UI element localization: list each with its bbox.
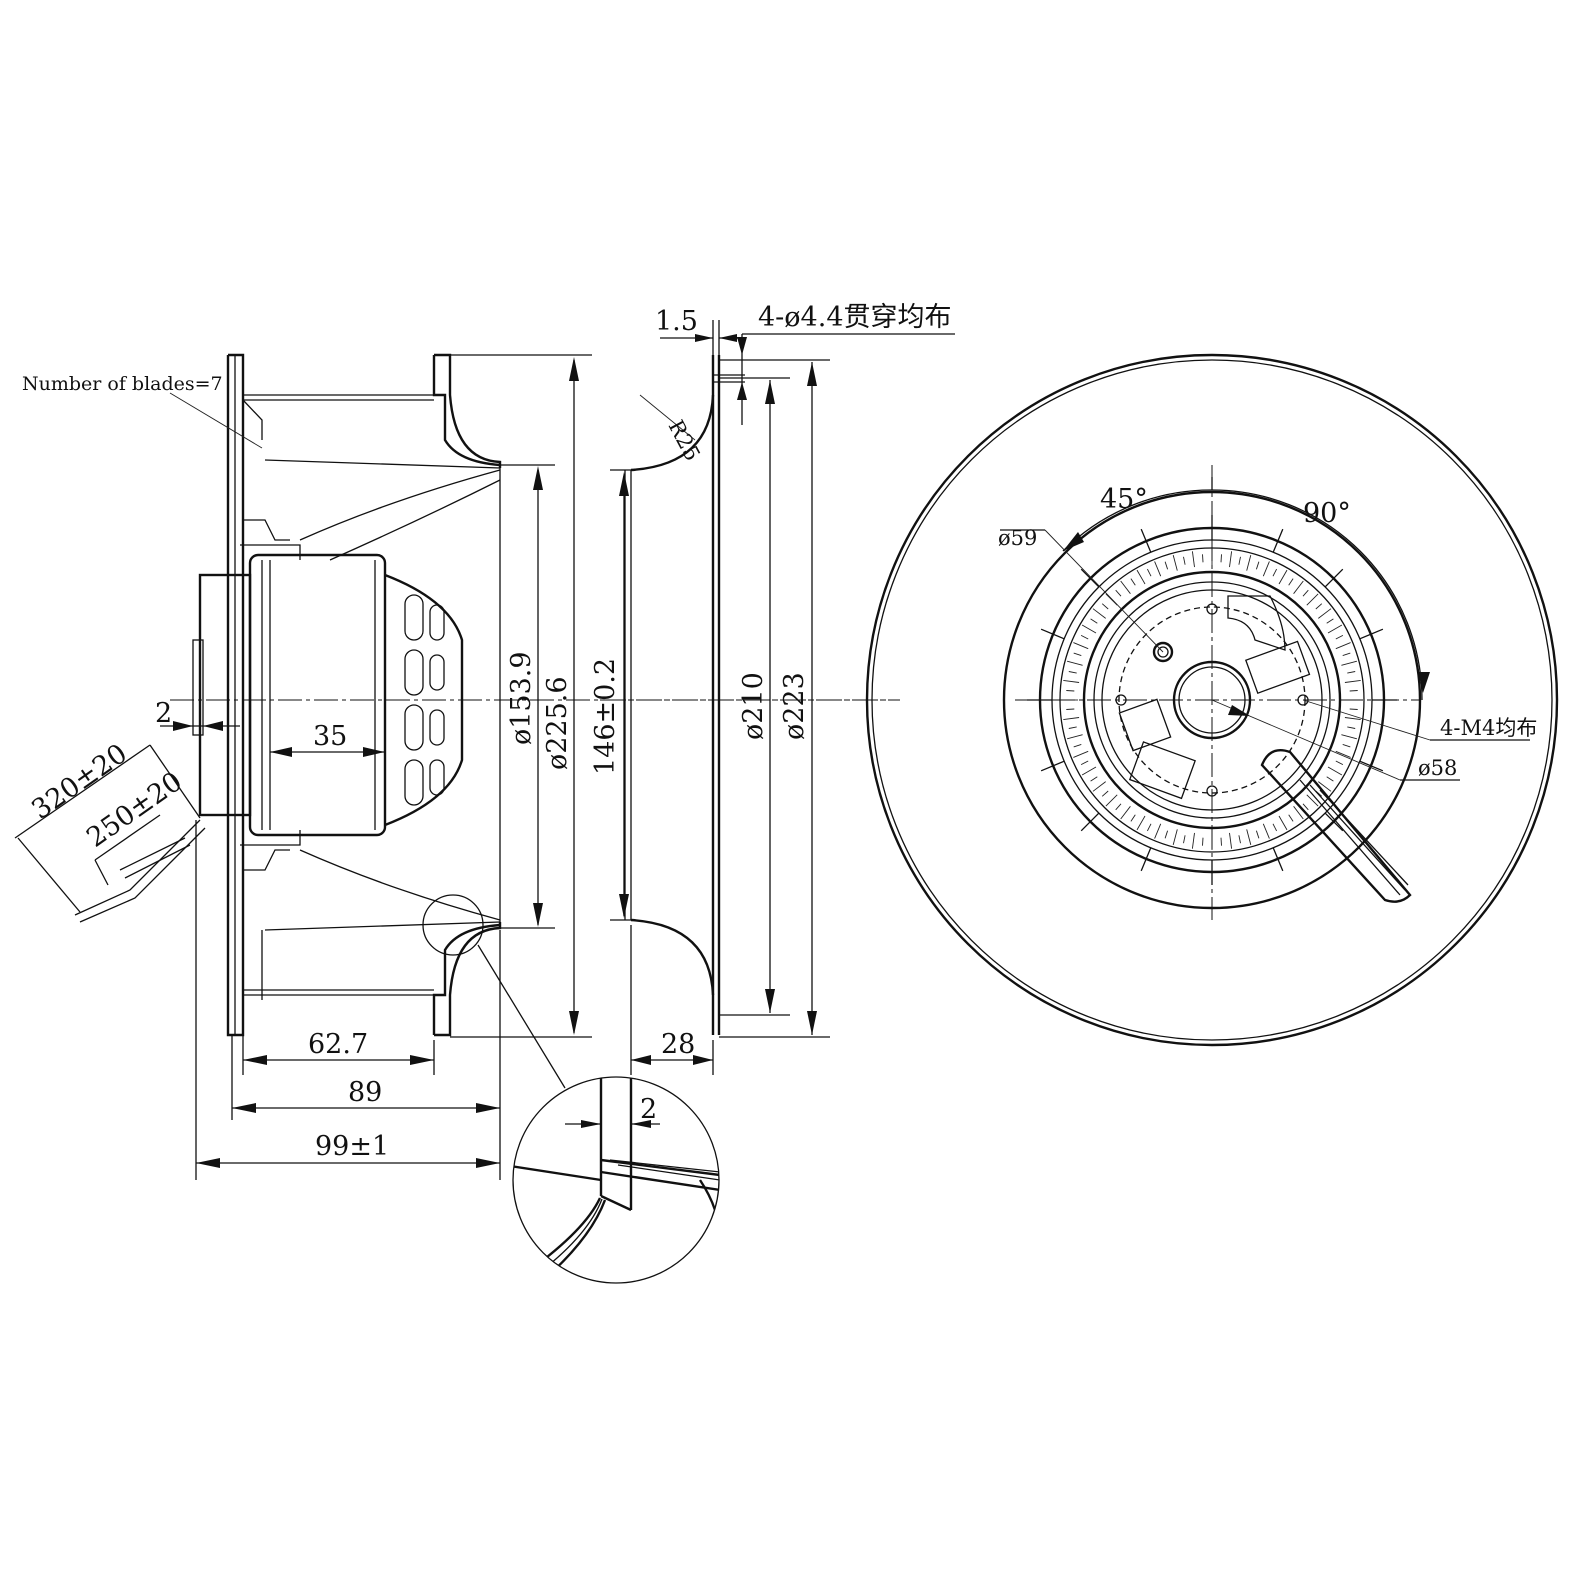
blades-leader xyxy=(169,392,263,449)
blades-label: Number of blades=7 xyxy=(22,373,223,395)
front-cable xyxy=(1260,748,1412,903)
cable xyxy=(74,819,201,916)
dim-1-5-label: 1.5 xyxy=(655,306,698,337)
inlet-ring-section xyxy=(600,320,955,1075)
detail-view xyxy=(422,894,720,1284)
angle-marks xyxy=(1062,477,1430,701)
dim-2-left-label: 2 xyxy=(155,698,172,729)
r25-label: R25 xyxy=(664,416,705,465)
boss xyxy=(1152,641,1174,663)
pad-2 xyxy=(1244,640,1311,694)
d153-label: ø153.9 xyxy=(506,651,537,745)
d146-label: 146±0.2 xyxy=(590,658,621,775)
fin-pattern xyxy=(1062,550,1362,850)
detail-circle xyxy=(512,1076,720,1284)
dim-210 xyxy=(719,377,790,1016)
dim-28-label: 28 xyxy=(661,1029,695,1060)
dim-89 xyxy=(231,930,501,1180)
ring-curve-top xyxy=(630,394,715,472)
m4-holes xyxy=(1115,603,1309,797)
angle-45-label: 45° xyxy=(1100,484,1148,515)
angle-90-label: 90° xyxy=(1303,498,1351,529)
r25-leader xyxy=(639,394,696,441)
dim-62-7-label: 62.7 xyxy=(308,1029,368,1060)
m4-leader xyxy=(1302,699,1431,741)
motor-rotor xyxy=(248,553,387,837)
dim-1-5 xyxy=(660,320,740,355)
detail-marker xyxy=(422,894,484,956)
d58-label: ø58 xyxy=(1418,756,1457,780)
dim-28 xyxy=(630,925,714,1075)
dim-153-9 xyxy=(500,464,555,929)
d59-leader xyxy=(1044,529,1164,653)
dim-35 xyxy=(270,747,385,757)
holes-label: 4-ø4.4贯穿均布 xyxy=(758,302,952,333)
motor-hub xyxy=(384,573,464,827)
dim-146 xyxy=(610,469,631,921)
m4-label: 4-M4均布 xyxy=(1440,716,1537,740)
pad-3 xyxy=(1118,698,1172,752)
front-view xyxy=(865,353,1559,1047)
dim-62-7 xyxy=(242,1035,435,1075)
dim-99-label: 99±1 xyxy=(315,1131,389,1162)
front-shroud-top xyxy=(434,353,502,468)
dim-225-6 xyxy=(450,354,592,1038)
ring-curve-bottom xyxy=(630,918,715,996)
dim-99 xyxy=(195,820,500,1180)
dim-holes xyxy=(737,333,955,425)
pad-1 xyxy=(1227,595,1286,651)
d225-label: ø225.6 xyxy=(542,676,573,770)
dim-35-label: 35 xyxy=(313,721,347,752)
side-view xyxy=(14,353,900,1180)
dim-89-label: 89 xyxy=(348,1077,382,1108)
outer-ring xyxy=(865,353,1559,1047)
d210-label: ø210 xyxy=(738,672,769,740)
detail-2-label: 2 xyxy=(640,1094,657,1125)
dim-cable xyxy=(14,744,201,913)
label-plate xyxy=(1128,741,1196,800)
dim-223 xyxy=(719,359,830,1038)
front-shroud-bottom xyxy=(434,922,502,1037)
dim-2-left xyxy=(160,721,240,731)
d223-label: ø223 xyxy=(779,672,810,740)
d59-label: ø59 xyxy=(998,526,1037,550)
